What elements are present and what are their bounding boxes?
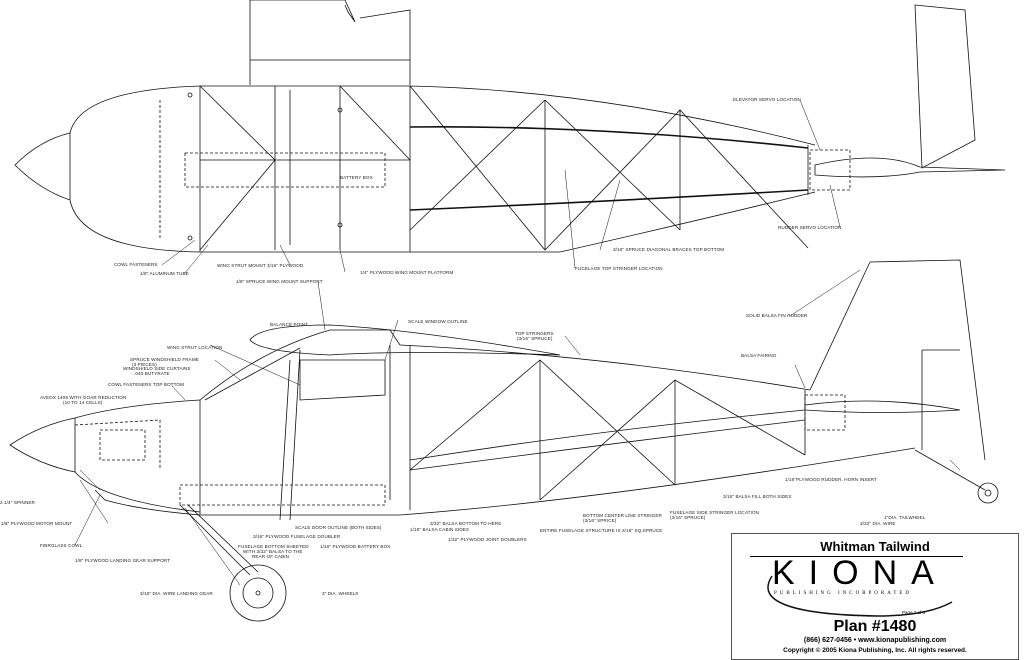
label-bottom-sheeted-3: REAR OF CABIN <box>252 554 290 559</box>
label-windshield-frame: SPRUCE WINDSHIELD FRAME <box>130 357 199 362</box>
cowl-top <box>69 85 201 253</box>
label-side-curtains: WINDSHIELD SIDE CURTAINS <box>123 366 191 371</box>
label-battery-box-side: 1/16" PLYWOOD BATTERY BOX <box>320 544 391 549</box>
label-cowl-fasteners-side: COWL FASTENERS TOP BOTTOM <box>108 382 185 387</box>
contact-info: (866) 627-0456 • www.kionapublishing.com <box>803 637 947 644</box>
label-wing-mount-platform: 1/4" PLYWOOD WING MOUNT PLATFORM <box>360 270 454 275</box>
label-side-stringer-spec: (3/16" SPRUCE) <box>670 515 706 520</box>
plan-number: Plan #1480 <box>833 618 917 635</box>
label-bottom-stringer-spec: (3/16" SPRICE) <box>583 518 617 523</box>
landing-gear <box>179 504 259 576</box>
label-bottom-stringer: BOTTOM CENTER LINE STRINGER <box>583 513 662 518</box>
fin-side <box>809 259 986 461</box>
label-pieces: (3 PIECES) <box>132 362 157 367</box>
leader-lines <box>74 99 961 586</box>
label-balance-point: BALANCE POINT <box>270 322 309 327</box>
rudder <box>921 349 960 450</box>
label-bottom-sheeted: FUSELAGE BOTTOM SHEETED <box>238 544 309 549</box>
label-bottom-sheeted-2: WITH 3/32" BALSA TO THE <box>243 549 303 554</box>
wing-stub <box>249 0 411 85</box>
logo-swoosh <box>767 575 953 617</box>
label-landing-gear-wire: 3/16" DIA. WIRE LANDING GEAR <box>140 591 213 596</box>
label-wing-mount-support: 1/8" SPRUCE WING MOUNT SUPPORT <box>236 279 323 284</box>
label-cowl-fasteners: COWL FASTENERS <box>114 262 158 267</box>
label-scale-door: SCALE DOOR OUTLINE (BOTH SIDES) <box>295 525 382 530</box>
label-top-stringer: FUCELAGE TOP STRINGER LOCATION <box>575 266 663 271</box>
spinner-side <box>9 417 76 473</box>
label-balsa-fairing: BALSA FAIRING <box>741 353 777 358</box>
title-rule <box>750 556 963 557</box>
tail-wheel <box>977 482 999 504</box>
main-wheel <box>229 564 287 622</box>
logo-subtitle: Publishing Incorporated <box>774 591 913 596</box>
label-tailwheel-wire: 3/32" DIA. WIRE <box>860 521 896 526</box>
title-block: Whitman Tailwind KIONA Publishing Incorp… <box>731 533 1019 660</box>
vertical-fin <box>914 4 976 169</box>
label-wing-strut-mount: WING STRUT MOUNT 3/16" PLYWOOD <box>217 263 304 268</box>
label-wheels: 3" DIA. WHEELS <box>322 591 359 596</box>
cowl-side <box>74 399 201 516</box>
kiona-logo: KIONA <box>772 554 948 592</box>
label-elevator-servo: ELEVATOR SERVO LOCATION <box>733 97 801 102</box>
horizontal-stab <box>804 400 961 413</box>
label-joint-doublers: 1/32" PLYWOOD JOINT DOUBLERS <box>448 537 527 542</box>
label-fin-rudder: SOLID BALSA FIN RUDDER <box>746 313 808 318</box>
label-top-stringers-spec: (3/16" SPRUCE) <box>517 336 553 341</box>
label-aluminum-tube: 1/8" ALUMINUM TUBE <box>140 271 189 276</box>
spinner-top <box>14 132 71 201</box>
label-cabin-sides: 1/16" BALSA CABIN SIDES <box>410 527 470 532</box>
label-gear-support: 1/8" PLYWOOD LANDING GEAR SUPPORT <box>75 558 171 563</box>
label-rudder-servo: RUDDER SERVO LOCATION <box>778 225 842 230</box>
top-view <box>14 0 1006 253</box>
label-motor: AVEOX 1409 WITH GOAR REDUCTION <box>40 395 127 400</box>
label-fuselage-doubler: 3/16" PLYWOOD FUSELAGE DOUBLER <box>253 534 341 539</box>
label-balsa-fill: 3/16" BALSA FILL BOTH SIDES <box>723 494 792 499</box>
label-wing-strut-location: WING STRUT LOCATION <box>167 345 223 350</box>
wing-airfoil <box>249 324 561 356</box>
label-scale-window: SCALE WINDOW OUTLINE <box>408 319 468 324</box>
label-entire-structure: ENTIRE FUSELAGE STRUCTURE IS 3/16" SQ.SP… <box>540 528 663 533</box>
stabilizer <box>814 157 1006 178</box>
label-horn-insert: 1/16"PLYWOOD RUDDER. HORN INSERT <box>785 477 877 482</box>
cabin <box>199 329 401 521</box>
label-motor-mount: 1/8" PLYWOOD MOTOR MOUNT <box>1 521 73 526</box>
label-side-stringer: FUSELAGE SIDE STRINGER LOCATION <box>670 510 760 515</box>
page-number: Page 2 of 3 <box>902 610 926 615</box>
side-view <box>9 259 999 622</box>
label-balsa-bottom: 3/32" BALSA BOTTOM TO HERE <box>430 521 502 526</box>
copyright: Copyright © 2005 Kiona Publishing, Inc. … <box>783 647 967 654</box>
label-top-stringers: TOP STRINGERS <box>515 331 554 336</box>
label-butyrate: .040 BUTYRATE <box>134 371 170 376</box>
label-cells: (10 TO 14 CELLS) <box>63 400 103 405</box>
fuselage-side <box>199 344 916 516</box>
plan-title: Whitman Tailwind <box>820 539 930 554</box>
label-fiberglass-cowl: FIBRGLASS COWL <box>40 543 83 548</box>
label-tailwheel: 1"DIA. TAILWHEEL <box>884 515 926 520</box>
label-diagonal-braces: 3/16" SPRUCE DIAGONAL BRACES TOP BOTTOM <box>613 247 725 252</box>
fuselage-top <box>199 85 816 253</box>
label-battery-box: BATTERY BOX <box>340 175 373 180</box>
label-spinner: 2 1/4" SPINNER <box>0 500 35 505</box>
